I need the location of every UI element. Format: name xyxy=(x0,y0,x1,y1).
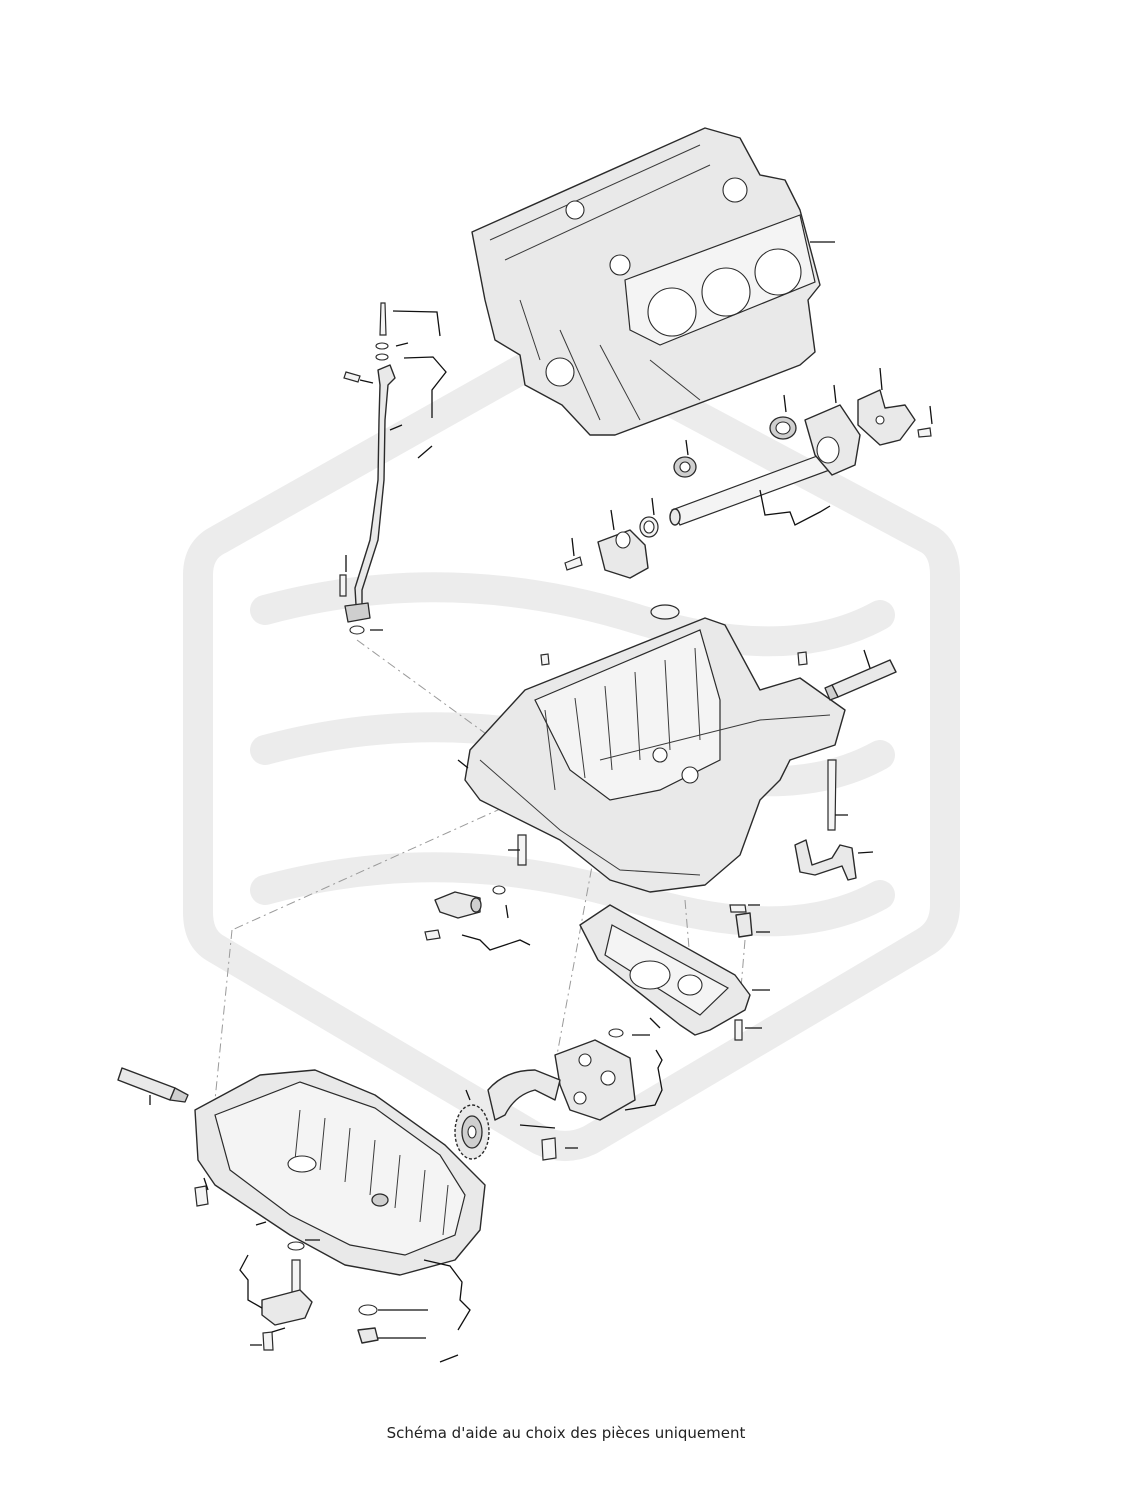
upper-oil-pan-part xyxy=(464,604,846,893)
oil-pump-part xyxy=(487,1028,636,1161)
balance-shaft-weight-part xyxy=(564,529,649,579)
lower-oil-pan-part xyxy=(194,1069,486,1276)
oil-dipstick-guide-tube-part xyxy=(339,302,396,635)
baffle-plate-part xyxy=(579,904,751,1041)
callout-leaders xyxy=(149,241,933,1363)
sealant-tube-part xyxy=(117,659,897,1103)
oil-level-sensor-part xyxy=(261,1241,313,1351)
balance-shaft-bearing-part xyxy=(639,416,797,538)
diagram-caption: Schéma d'aide au choix des pièces unique… xyxy=(386,1424,746,1442)
oil-return-pipe-part xyxy=(794,839,857,881)
engine-block-part xyxy=(471,127,821,436)
balance-shaft-cover-plate-part xyxy=(857,389,932,446)
oil-pump-sprocket-part xyxy=(454,1104,490,1160)
oil-pressure-switch-part xyxy=(424,885,753,941)
drain-plug-part xyxy=(357,1304,379,1344)
balance-shaft-part xyxy=(669,404,861,526)
